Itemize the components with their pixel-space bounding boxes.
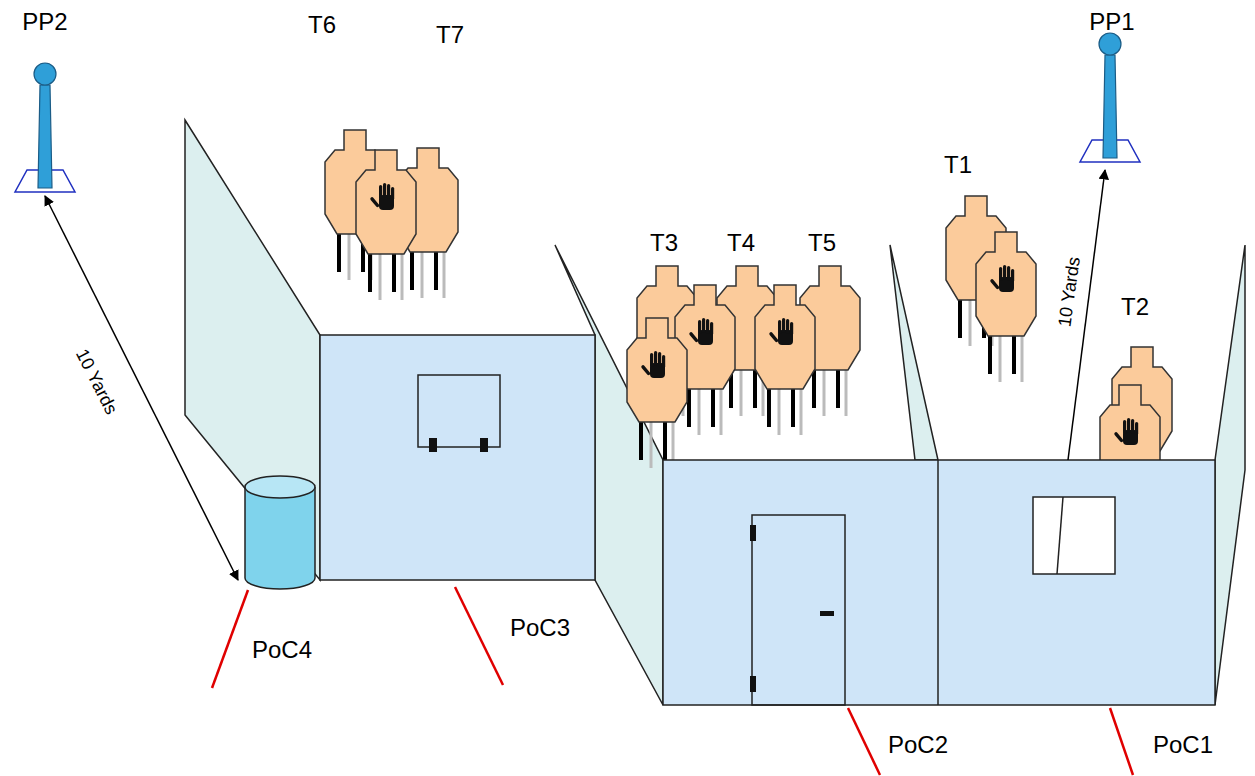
no-shoot-hand: [769, 318, 794, 345]
no-shoot-hand: [1114, 418, 1139, 445]
no-shoot-hand: [990, 265, 1015, 292]
target-label: T3: [650, 230, 678, 256]
target-label: T6: [308, 12, 336, 38]
window-opening: [1033, 497, 1115, 574]
no-shoot-target: [755, 285, 815, 435]
poc-line: [455, 587, 503, 685]
target-label: T7: [436, 22, 464, 48]
window-frame: [418, 375, 500, 447]
poc-line: [848, 708, 880, 775]
no-shoot-hand: [689, 318, 714, 345]
window-foot: [480, 438, 488, 452]
front-wall: [320, 335, 595, 580]
poc-label: PoC3: [510, 615, 570, 641]
no-shoot-hand: [370, 183, 395, 210]
position-label: PP2: [22, 9, 67, 35]
door-handle: [820, 611, 834, 616]
no-shoot-hand: [641, 351, 666, 378]
door-hinge: [750, 676, 756, 692]
no-shoot-target: [627, 318, 687, 468]
target-label: T1: [944, 152, 972, 178]
shooting-position: [15, 63, 75, 192]
position-label: PP1: [1089, 9, 1134, 35]
front-wall: [663, 460, 1215, 705]
poc-line: [1110, 708, 1133, 775]
wing-wall: [1215, 245, 1245, 705]
poc-label: PoC4: [252, 637, 312, 663]
window-foot: [429, 438, 437, 452]
poc-line: [212, 590, 248, 688]
no-shoot-target: [356, 150, 416, 300]
poc-label: PoC1: [1153, 732, 1213, 758]
target-label: T4: [727, 230, 755, 256]
distance-label: 10 Yards: [71, 346, 121, 418]
door-hinge: [750, 525, 756, 541]
door: [752, 515, 845, 705]
distance-arrow: [45, 196, 238, 580]
wing-wall: [890, 245, 938, 460]
poc-label: PoC2: [888, 732, 948, 758]
target-label: T5: [808, 230, 836, 256]
barrel: [245, 487, 315, 589]
distance-label: 10 Yards: [1055, 256, 1084, 328]
no-shoot-target: [976, 232, 1036, 382]
target-label: T2: [1121, 294, 1149, 320]
shooting-position: [1080, 33, 1140, 162]
